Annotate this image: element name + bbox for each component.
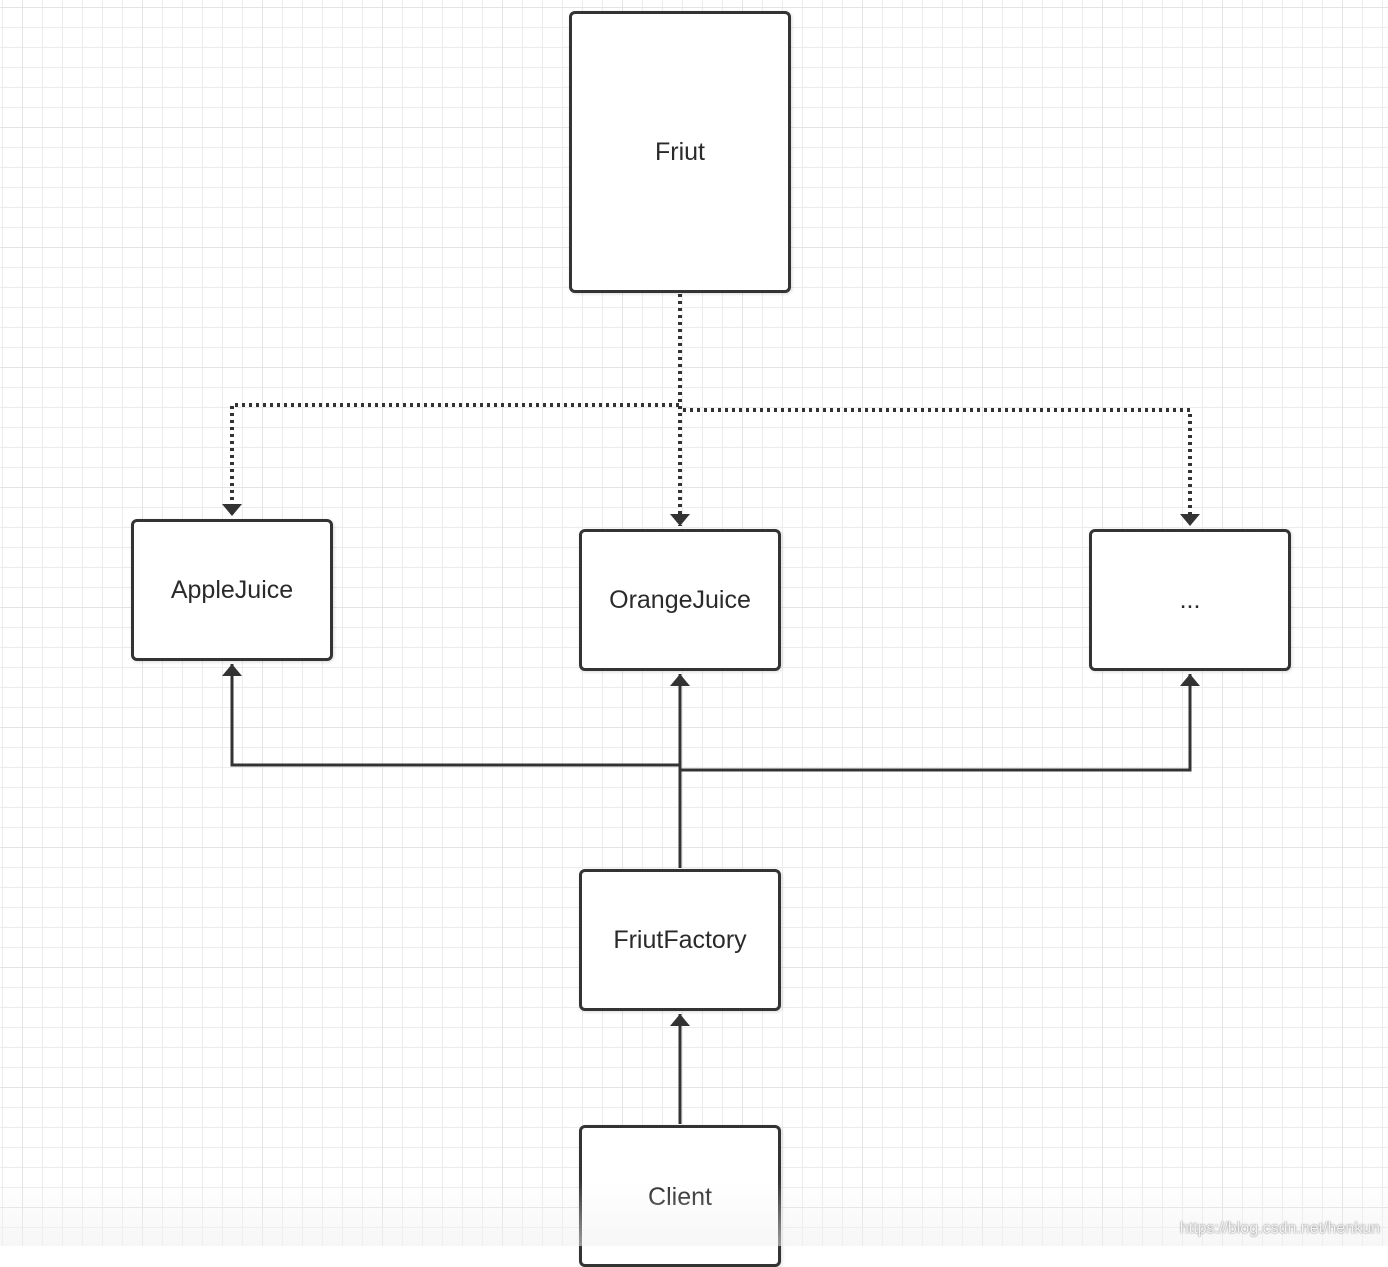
edge-friut-to-applejuice [222,294,682,516]
edge-friut-to-more [678,294,1200,526]
watermark: https://blog.csdn.net/henkun [1179,1220,1380,1237]
node-orangejuice[interactable]: OrangeJuice [579,529,781,671]
node-more-label: ... [1179,585,1201,614]
node-friut-label: Friut [655,137,705,166]
node-client-label: Client [648,1183,712,1211]
edge-friutfactory-to-more [678,674,1200,868]
node-applejuice-label: AppleJuice [170,575,294,604]
node-more[interactable]: ... [1089,529,1291,671]
node-orangejuice-label: OrangeJuice [609,585,751,614]
edge-friutfactory-to-applejuice [222,664,682,868]
node-friutfactory-label: FriutFactory [613,925,747,954]
node-friut[interactable]: Friut [569,11,791,293]
node-friutfactory[interactable]: FriutFactory [579,869,781,1011]
node-applejuice[interactable]: AppleJuice [131,519,333,661]
